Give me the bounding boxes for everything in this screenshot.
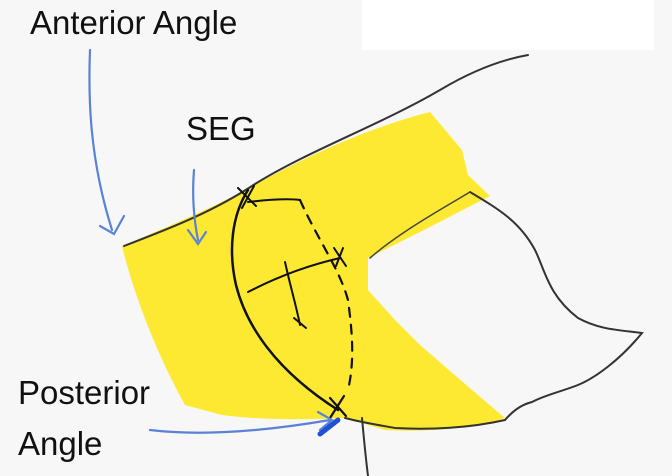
posterior-marker-icon [317,417,341,437]
anterior-arrow-icon [88,48,126,236]
seg-label: SEG [186,110,256,147]
tick-mark-lower [293,317,307,329]
tick-mark-middle [333,247,347,267]
dashed-boundary-line [298,198,354,392]
anterior-angle-label: Anterior Angle [30,4,238,41]
blank-region [362,0,654,50]
tick-mark-top [237,185,257,209]
curved-boundary-line [230,188,340,412]
yellow-region [122,112,505,431]
posterior-angle-label-line2: Angle [18,425,103,462]
stem-line [361,417,369,476]
inner-notch-outline [369,191,471,259]
outer-outline-top [123,54,529,247]
tick-mark-bottom [328,394,348,420]
cross-vertical-line [284,261,301,326]
cross-horizontal-line [247,257,341,293]
seg-arrow-icon [186,168,208,246]
outer-outline-right [469,191,644,421]
posterior-arrow-icon [148,410,334,434]
posterior-angle-label-line1: Posterior [18,374,151,411]
